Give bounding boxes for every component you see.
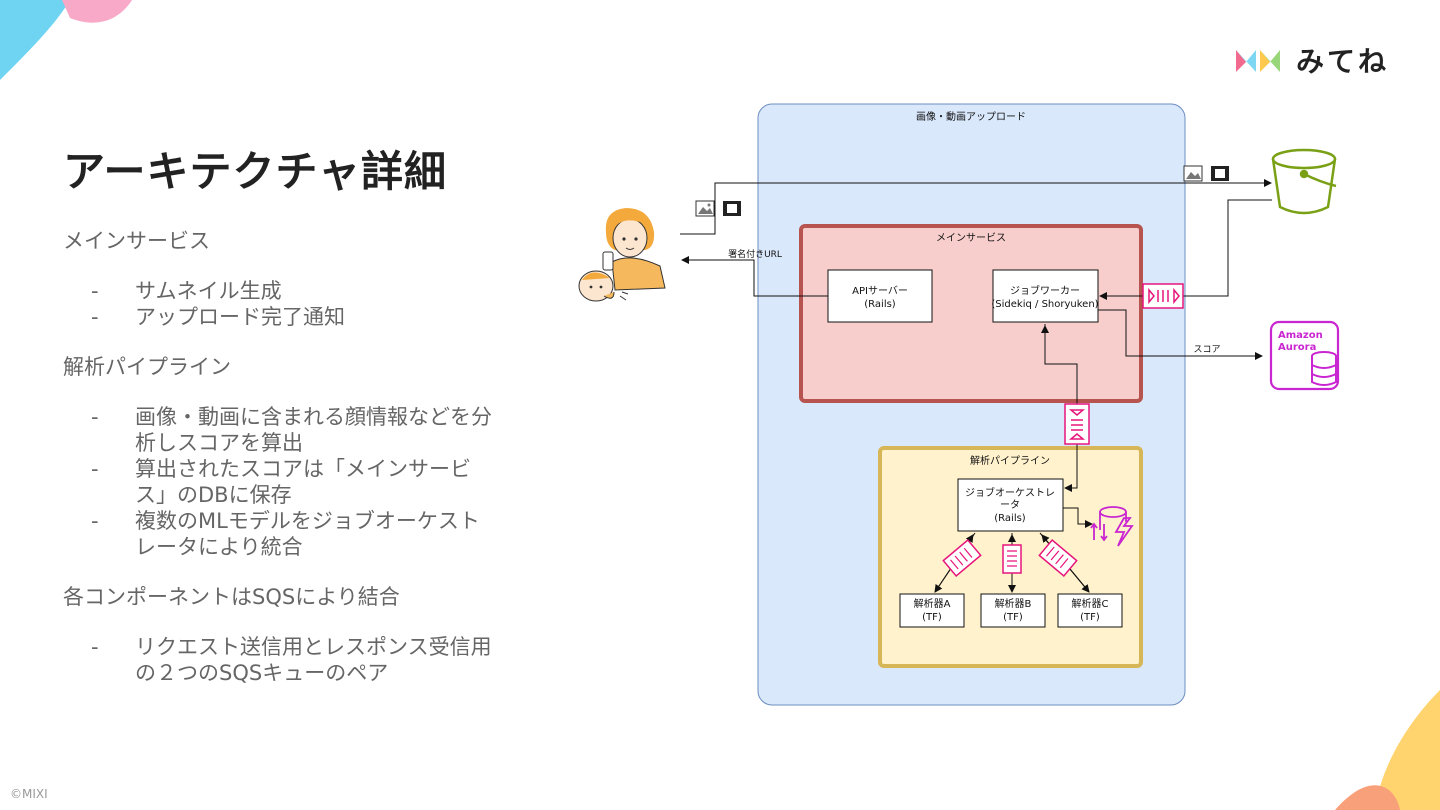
bullet-list-sqs: リクエスト送信用とレスポンス受信用の２つのSQSキューのペア — [63, 634, 493, 686]
aurora-label-line2: Aurora — [1278, 342, 1316, 353]
pipeline-label: 解析パイプライン — [970, 454, 1050, 467]
aurora-database-icon: Amazon Aurora — [1269, 320, 1340, 391]
bullet-list-pipeline: 画像・動画に含まれる顔情報などを分析しスコアを算出 算出されたスコアは「メインサ… — [63, 404, 493, 560]
list-item: 算出されたスコアは「メインサービス」のDBに保存 — [63, 456, 493, 508]
corner-decoration-top-left — [0, 0, 132, 80]
image-video-icon — [1183, 165, 1229, 182]
score-arrow-to-aurora — [1098, 309, 1263, 360]
orchestrator-subtitle: (Rails) — [994, 513, 1026, 524]
orchestrator-title-line2: ータ — [1000, 499, 1020, 511]
analyzer-c-title: 解析器C — [1072, 597, 1109, 610]
image-video-icon — [695, 200, 741, 217]
footer-copyright: ©MIXI — [10, 787, 48, 801]
score-label: スコア — [1193, 345, 1220, 355]
aurora-label-line1: Amazon — [1278, 330, 1323, 341]
analyzer-c-subtitle: (TF) — [1080, 612, 1100, 623]
slide-title: アーキテクチャ詳細 — [63, 147, 448, 196]
orchestrator-box — [957, 478, 1064, 532]
list-item: 複数のMLモデルをジョブオーケストレータにより統合 — [63, 508, 493, 560]
signed-url-label: 署名付きURL — [728, 248, 782, 260]
parent-and-child-illustration — [578, 208, 666, 302]
orchestrator-title-line1: ジョブオーケストレ — [965, 486, 1055, 499]
slide-body: メインサービス サムネイル生成 アップロード完了通知 解析パイプライン 画像・動… — [63, 228, 493, 710]
main-service-label: メインサービス — [936, 232, 1006, 244]
list-item: サムネイル生成 — [63, 278, 493, 304]
analyzer-b-subtitle: (TF) — [1003, 612, 1023, 623]
brand-name: みてね — [1296, 45, 1390, 78]
upload-arrow-to-s3 — [680, 179, 1272, 235]
api-server-box — [827, 269, 933, 323]
upload-container-label: 画像・動画アップロード — [916, 110, 1026, 123]
sqs-queue-icon — [1038, 538, 1078, 578]
sqs-queue-icon — [1142, 283, 1184, 309]
signed-url-arrow — [681, 256, 828, 297]
analyzer-a-subtitle: (TF) — [922, 612, 942, 623]
sqs-queue-icon — [1002, 544, 1022, 574]
analyzer-b-box — [980, 593, 1046, 628]
analyzer-a-title: 解析器A — [914, 597, 951, 610]
section-heading-sqs: 各コンポーネントはSQSにより結合 — [63, 585, 400, 609]
s3-bucket-icon — [1271, 148, 1337, 215]
job-worker-subtitle: (Sidekiq / Shoryuken) — [991, 299, 1098, 310]
orchestrator-to-lambda-arrow — [1063, 507, 1093, 528]
bullet-list-main-service: サムネイル生成 アップロード完了通知 — [63, 278, 493, 330]
list-item: 画像・動画に含まれる顔情報などを分析しスコアを算出 — [63, 404, 493, 456]
list-item: アップロード完了通知 — [63, 304, 493, 330]
api-server-subtitle: (Rails) — [864, 299, 896, 310]
list-item: リクエスト送信用とレスポンス受信用の２つのSQSキューのペア — [63, 634, 493, 686]
analyzer-b-title: 解析器B — [995, 597, 1032, 610]
analyzer-c-box — [1057, 593, 1123, 628]
corner-decoration-bottom-right — [1335, 690, 1440, 810]
section-heading-main-service: メインサービス — [63, 229, 210, 253]
analyzer-a-box — [899, 593, 965, 628]
api-server-title: APIサーバー — [852, 285, 908, 297]
lambda-database-icon — [1090, 506, 1134, 547]
job-worker-title: ジョブワーカー — [1010, 284, 1080, 297]
brand-mark-icon — [1236, 50, 1280, 72]
section-heading-pipeline: 解析パイプライン — [63, 355, 231, 379]
sqs-queue-icon — [1064, 403, 1090, 445]
sqs-queue-icon — [942, 538, 982, 578]
job-worker-box — [992, 269, 1099, 323]
